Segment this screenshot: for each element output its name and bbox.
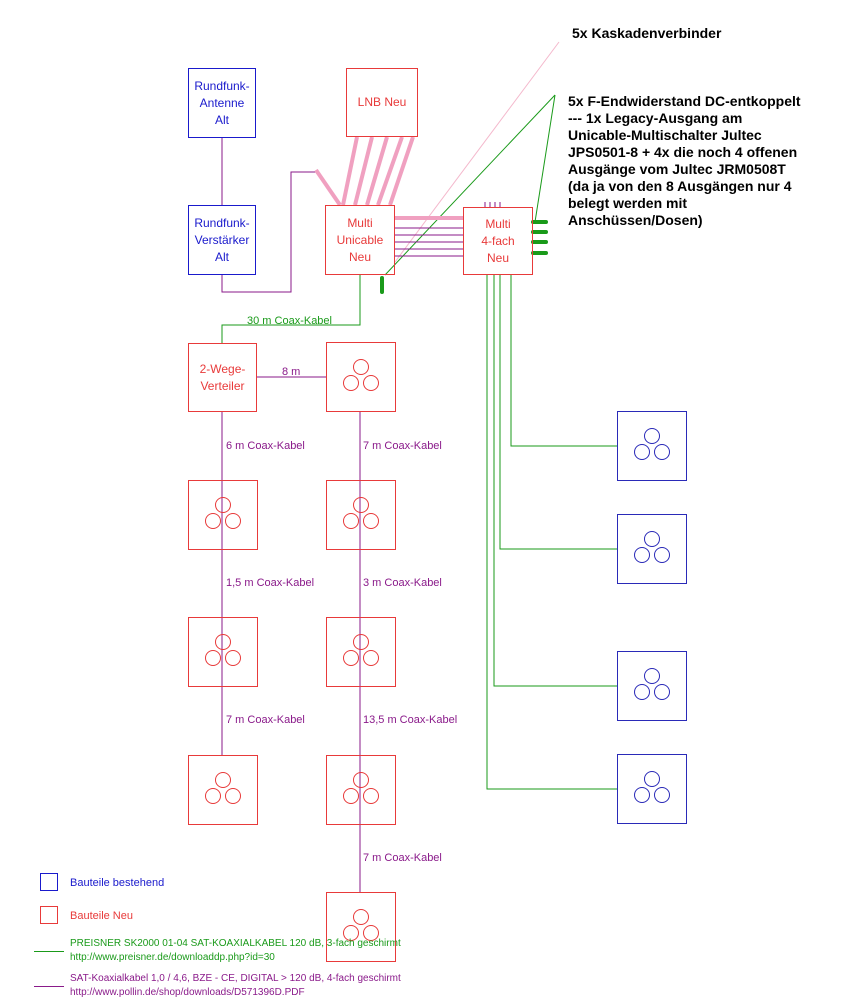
terminators	[380, 220, 548, 294]
legend-purple-cable-url: http://www.pollin.de/shop/downloads/D571…	[70, 987, 305, 998]
legend-green-cable-name: PREISNER SK2000 01-04 SAT-KOAXIALKABEL 1…	[70, 938, 401, 949]
legend-purple-cable-name: SAT-Koaxialkabel 1,0 / 4,6, BZE - CE, DI…	[70, 973, 401, 984]
outlet-new	[326, 480, 396, 550]
cable-label: 1,5 m Coax-Kabel	[226, 577, 315, 589]
outlet-new	[188, 755, 258, 825]
cable-label: 7 m Coax-Kabel	[226, 714, 305, 726]
main-cable-line	[221, 275, 361, 343]
terminator-pointer-line-2	[534, 94, 556, 223]
legend-existing-swatch	[40, 873, 58, 891]
amplifier-multiswitch-pink	[314, 168, 342, 207]
cascade-links	[395, 202, 501, 257]
splitter-box: 2-Wege- Verteiler	[188, 343, 257, 412]
cable-label: 13,5 m Coax-Kabel	[363, 714, 458, 726]
lnb-box: LNB Neu	[346, 68, 418, 137]
output-line-4	[486, 275, 617, 790]
cable-label: 7 m Coax-Kabel	[363, 852, 442, 864]
outlet-existing	[617, 411, 687, 481]
splitter-link-label: 8 m	[282, 366, 301, 378]
legend-green-cable-url: http://www.preisner.de/downloaddp.php?id…	[70, 952, 275, 963]
outlet-new	[188, 480, 258, 550]
radio-antenna-box: Rundfunk- Antenne Alt	[188, 68, 256, 138]
legend-green-line	[34, 951, 64, 952]
outlet-new	[326, 755, 396, 825]
lnb-cables	[341, 136, 415, 206]
multiswitch-unicable-box: Multi Unicable Neu	[325, 205, 395, 275]
outlet-new	[188, 617, 258, 687]
main-cable-label: 30 m Coax-Kabel	[247, 315, 332, 327]
cable-label: 3 m Coax-Kabel	[363, 577, 442, 589]
outlet-new	[326, 342, 396, 412]
output-line-1	[510, 275, 617, 447]
radio-amplifier-box: Rundfunk- Verstärker Alt	[188, 205, 256, 275]
cable-label: 6 m Coax-Kabel	[226, 440, 305, 452]
multiswitch-4fach-box: Multi 4-fach Neu	[463, 207, 533, 275]
output-line-3	[493, 275, 617, 687]
output-line-2	[499, 275, 617, 550]
outlet-existing	[617, 754, 687, 824]
legend-purple-line	[34, 986, 64, 987]
outlet-existing	[617, 651, 687, 721]
outlet-existing	[617, 514, 687, 584]
cable-label: 7 m Coax-Kabel	[363, 440, 442, 452]
legend-new-swatch	[40, 906, 58, 924]
cascade-note: 5x Kaskadenverbinder	[572, 25, 722, 41]
cascade-pointer-line	[394, 41, 560, 263]
legend-existing-label: Bauteile bestehend	[70, 877, 165, 889]
legend-new-label: Bauteile Neu	[70, 910, 133, 922]
terminator-pointer-line-1	[384, 94, 556, 276]
amplifier-multiswitch-line	[221, 171, 318, 293]
outlet-new	[326, 892, 396, 962]
terminator-note: 5x F-Endwiderstand DC-entkoppelt --- 1x …	[568, 93, 801, 228]
outlet-new	[326, 617, 396, 687]
